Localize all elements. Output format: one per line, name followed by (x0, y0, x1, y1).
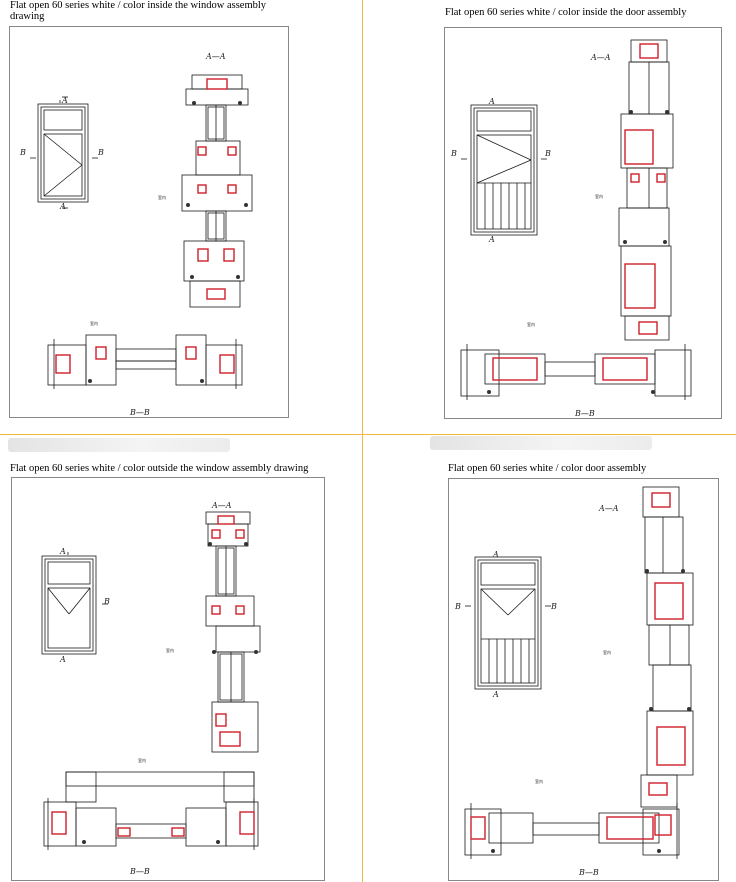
drawing-door: A A B B A—A B—B 室内 室内 (448, 478, 719, 881)
label-b-right: B (544, 149, 551, 158)
label-bb: B—B (129, 867, 150, 876)
drawing-window-inside: A A B B A—A B—B 室内 室内 (9, 26, 289, 418)
label-indoor-1: 室内 (595, 193, 603, 199)
window-inside-svg: A A B B A—A B—B 室内 室内 (19, 52, 253, 417)
label-bb: B—B (129, 408, 150, 417)
drawing-window-outside: A A B A—A B—B 室内 室内 (11, 477, 325, 881)
label-a-bottom: A (59, 202, 66, 211)
caption-top-left: Flat open 60 series white / color inside… (10, 0, 267, 22)
blurred-caption-right (430, 436, 652, 450)
caption-bottom-right: Flat open 60 series white / color door a… (448, 463, 647, 474)
label-aa: A—A (211, 501, 232, 510)
label-a-bottom: A (488, 235, 495, 244)
label-b-right: B (550, 602, 557, 611)
drawing-door-inside: A A B B A—A B—B 室内 室内 (444, 27, 722, 419)
label-b-right: B (103, 597, 110, 606)
caption-top-right: Flat open 60 series white / color inside… (445, 7, 687, 18)
label-aa: A—A (598, 504, 619, 513)
label-indoor-1: 室内 (603, 649, 611, 655)
horizontal-divider (0, 434, 736, 435)
label-indoor-2: 室内 (138, 757, 146, 763)
label-a-top: A (61, 96, 68, 105)
label-a-bottom: A (59, 655, 66, 664)
label-bb: B—B (578, 868, 599, 877)
label-b-left: B (450, 149, 457, 158)
blurred-caption-left (8, 438, 230, 452)
vertical-divider (362, 0, 363, 882)
label-a-bottom: A (492, 690, 499, 699)
label-a-top: A (492, 550, 499, 559)
label-indoor-2: 室内 (90, 320, 98, 326)
label-a-top: A (59, 547, 66, 556)
label-aa: A—A (590, 53, 611, 62)
label-b-left: B (454, 602, 461, 611)
label-bb: B—B (574, 409, 595, 418)
label-indoor-1: 室内 (158, 194, 166, 200)
label-b-right: B (97, 148, 104, 157)
label-b-left: B (19, 148, 26, 157)
label-indoor-2: 室内 (527, 321, 535, 327)
label-a-top: A (488, 97, 495, 106)
window-outside-svg: A A B A—A B—B 室内 室内 (41, 501, 261, 876)
label-indoor-2: 室内 (535, 778, 543, 784)
label-indoor-1: 室内 (166, 647, 174, 653)
door-inside-svg: A A B B A—A B—B 室内 室内 (450, 39, 692, 418)
label-aa: A—A (205, 52, 226, 61)
door-svg: A A B B A—A B—B 室内 室内 (454, 486, 694, 877)
caption-bottom-left: Flat open 60 series white / color outsid… (10, 463, 309, 474)
